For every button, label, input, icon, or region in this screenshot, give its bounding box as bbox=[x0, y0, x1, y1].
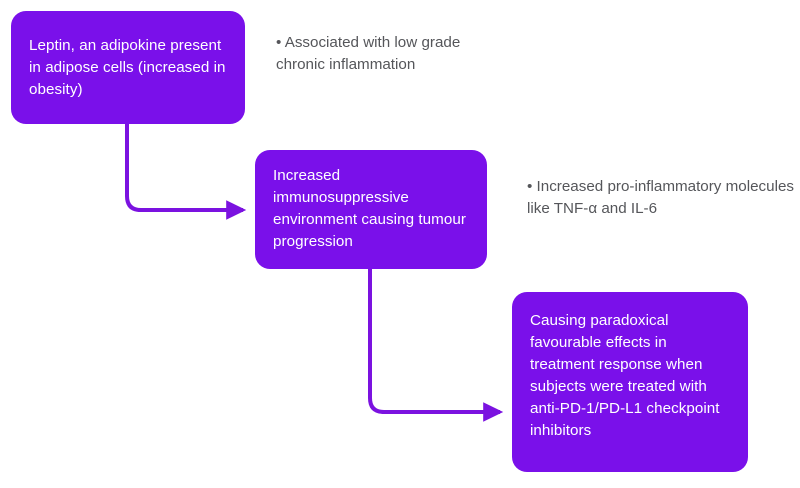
connector-immunosuppression-to-paradoxical bbox=[368, 269, 504, 422]
annotation-low-grade-chronic-inflammation: • Associated with low grade chronic infl… bbox=[276, 34, 461, 73]
node-immunosuppressive-environment: Increased immunosuppressive environment … bbox=[255, 150, 487, 269]
connector-leptin-to-immunosuppression bbox=[125, 124, 247, 220]
node-leptin: Leptin, an adipokine present in adipose … bbox=[11, 11, 245, 124]
annotation-pro-inflammatory-molecules: • Increased pro-inflammatory molecules l… bbox=[527, 178, 794, 217]
node-paradoxical-favourable-effects: Causing paradoxical favourable effects i… bbox=[512, 292, 748, 472]
